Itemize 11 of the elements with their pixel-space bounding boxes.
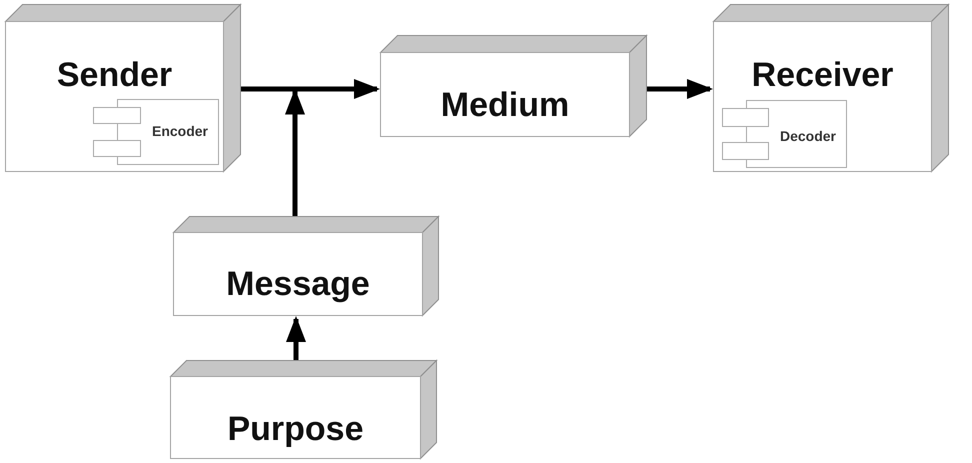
component-label: Decoder: [780, 129, 836, 143]
arrow: [286, 316, 306, 360]
arrow: [295, 79, 380, 99]
arrow: [285, 88, 305, 216]
arrow: [647, 79, 713, 99]
node-label: Sender: [56, 58, 172, 92]
node-label: Receiver: [752, 58, 894, 92]
component-box: [722, 100, 847, 168]
component-label: Encoder: [152, 124, 208, 138]
component-box: [93, 99, 219, 165]
connector-line: [241, 86, 295, 92]
